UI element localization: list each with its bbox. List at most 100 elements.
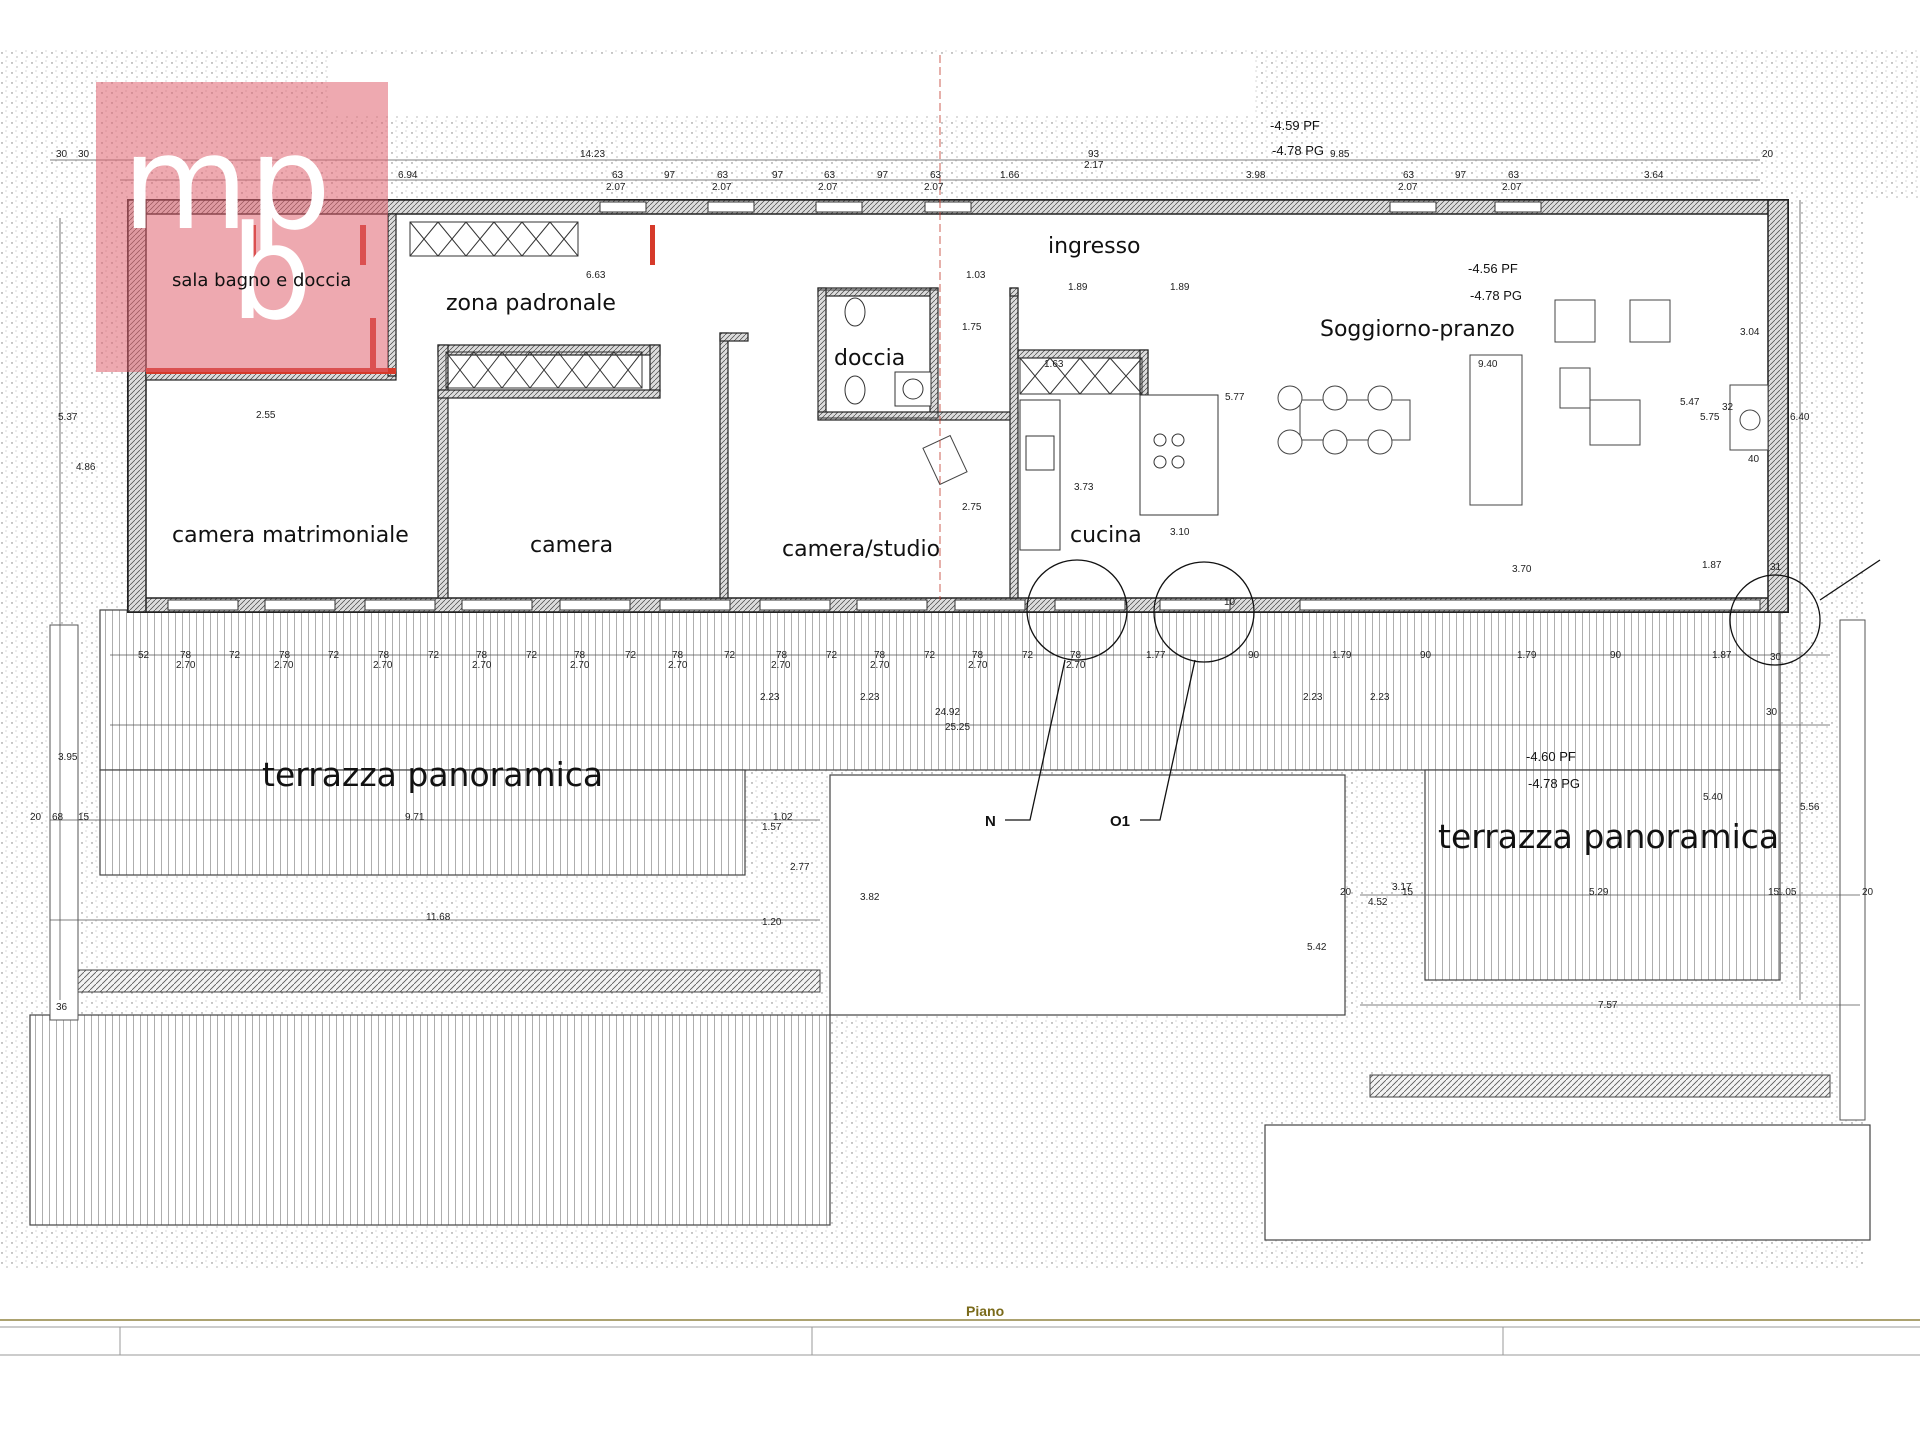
svg-text:63: 63: [1508, 170, 1520, 181]
level-living-pf: -4.56 PF: [1468, 261, 1518, 276]
svg-text:1.02: 1.02: [773, 812, 793, 823]
svg-text:72: 72: [826, 650, 838, 661]
svg-text:78: 78: [476, 650, 488, 661]
svg-text:15: 15: [1768, 887, 1780, 898]
level-living-pg: -4.78 PG: [1470, 288, 1522, 303]
svg-text:2.70: 2.70: [373, 660, 393, 671]
wall-east: [1767, 199, 1789, 613]
upper-clear-area: [330, 55, 1255, 115]
room-ingresso: ingresso: [1048, 234, 1141, 259]
dimension-labels: 14.23 6.94 9.85 2.17 93 1.66 3.98 3.64 6…: [30, 149, 1874, 1013]
room-cucina: cucina: [1070, 523, 1142, 548]
level-top-pf: -4.59 PF: [1270, 118, 1320, 133]
svg-text:1.20: 1.20: [762, 917, 782, 928]
logo-text: mp: [122, 107, 331, 259]
room-camera: camera: [530, 533, 613, 558]
room-sala-bagno: sala bagno e doccia: [172, 270, 351, 291]
room-camera-matrimoniale: camera matrimoniale: [172, 523, 409, 548]
svg-text:20: 20: [30, 812, 42, 823]
svg-text:90: 90: [1248, 650, 1260, 661]
svg-text:1.89: 1.89: [1170, 282, 1190, 293]
svg-text:2.55: 2.55: [256, 410, 276, 421]
svg-text:63: 63: [1403, 170, 1415, 181]
planter-strip-left: [49, 969, 821, 993]
svg-text:9.85: 9.85: [1330, 149, 1350, 160]
svg-text:6.40: 6.40: [1790, 412, 1810, 423]
level-terrace-pg: -4.78 PG: [1528, 776, 1580, 791]
svg-text:3.73: 3.73: [1074, 482, 1094, 493]
svg-text:78: 78: [1070, 650, 1082, 661]
parapet-right: [1839, 619, 1866, 1121]
svg-text:78: 78: [574, 650, 586, 661]
svg-text:72: 72: [328, 650, 340, 661]
marker-o1: O1: [1110, 813, 1130, 830]
svg-text:2.07: 2.07: [606, 182, 626, 193]
svg-text:1.05: 1.05: [1777, 887, 1797, 898]
svg-text:10: 10: [1224, 597, 1236, 608]
svg-text:2.70: 2.70: [274, 660, 294, 671]
svg-text:20: 20: [1862, 887, 1874, 898]
svg-text:5.37: 5.37: [58, 412, 78, 423]
svg-text:2.70: 2.70: [668, 660, 688, 671]
svg-text:9.40: 9.40: [1478, 359, 1498, 370]
svg-text:2.77: 2.77: [790, 862, 810, 873]
svg-text:2.23: 2.23: [1303, 692, 1323, 703]
svg-text:97: 97: [664, 170, 676, 181]
kitchen-units: [1019, 394, 1219, 551]
svg-text:4.52: 4.52: [1368, 897, 1388, 908]
svg-text:90: 90: [1610, 650, 1622, 661]
svg-text:1.87: 1.87: [1702, 560, 1722, 571]
svg-text:30: 30: [78, 149, 90, 160]
windows-north: [599, 201, 1542, 213]
svg-text:2.23: 2.23: [1370, 692, 1390, 703]
svg-text:25.25: 25.25: [945, 722, 970, 733]
svg-text:1.77: 1.77: [1146, 650, 1166, 661]
svg-text:3.95: 3.95: [58, 752, 78, 763]
svg-text:31: 31: [1770, 562, 1782, 573]
svg-text:97: 97: [877, 170, 889, 181]
svg-text:6.94: 6.94: [398, 170, 418, 181]
svg-text:2.07: 2.07: [924, 182, 944, 193]
logo-block: [96, 82, 388, 372]
svg-text:2.23: 2.23: [760, 692, 780, 703]
svg-text:63: 63: [717, 170, 729, 181]
svg-text:97: 97: [772, 170, 784, 181]
room-doccia: doccia: [834, 346, 905, 371]
svg-text:72: 72: [625, 650, 637, 661]
svg-text:11.68: 11.68: [426, 912, 451, 923]
terrace-label-1: terrazza panoramica: [262, 755, 603, 794]
svg-text:1.79: 1.79: [1517, 650, 1537, 661]
svg-text:78: 78: [180, 650, 192, 661]
svg-text:1.87: 1.87: [1712, 650, 1732, 661]
level-top-pg: -4.78 PG: [1272, 143, 1324, 158]
svg-text:97: 97: [1455, 170, 1467, 181]
svg-text:3.17: 3.17: [1392, 882, 1412, 893]
svg-text:36: 36: [56, 1002, 68, 1013]
svg-text:3.70: 3.70: [1512, 564, 1532, 575]
svg-text:14.23: 14.23: [580, 149, 605, 160]
svg-text:2.07: 2.07: [1502, 182, 1522, 193]
terrace-deck-right: [1424, 769, 1781, 981]
svg-text:78: 78: [378, 650, 390, 661]
dining-set: [1277, 385, 1411, 455]
right-edge-clear: [1865, 200, 1920, 1270]
svg-text:30: 30: [1766, 707, 1778, 718]
svg-text:3.82: 3.82: [860, 892, 880, 903]
svg-text:7.57: 7.57: [1598, 1000, 1618, 1011]
terrace-deck-left: [99, 769, 746, 876]
svg-text:2.70: 2.70: [1066, 660, 1086, 671]
svg-text:78: 78: [279, 650, 291, 661]
svg-text:72: 72: [229, 650, 241, 661]
svg-text:9.71: 9.71: [405, 812, 425, 823]
svg-text:63: 63: [824, 170, 836, 181]
svg-text:5.40: 5.40: [1703, 792, 1723, 803]
svg-text:68: 68: [52, 812, 64, 823]
svg-text:15: 15: [1402, 887, 1414, 898]
svg-text:1.63: 1.63: [1044, 359, 1064, 370]
svg-text:78: 78: [776, 650, 788, 661]
svg-text:5.56: 5.56: [1800, 802, 1820, 813]
svg-text:5.75: 5.75: [1700, 412, 1720, 423]
svg-text:2.17: 2.17: [1084, 160, 1104, 171]
svg-text:72: 72: [428, 650, 440, 661]
svg-text:2.70: 2.70: [870, 660, 890, 671]
